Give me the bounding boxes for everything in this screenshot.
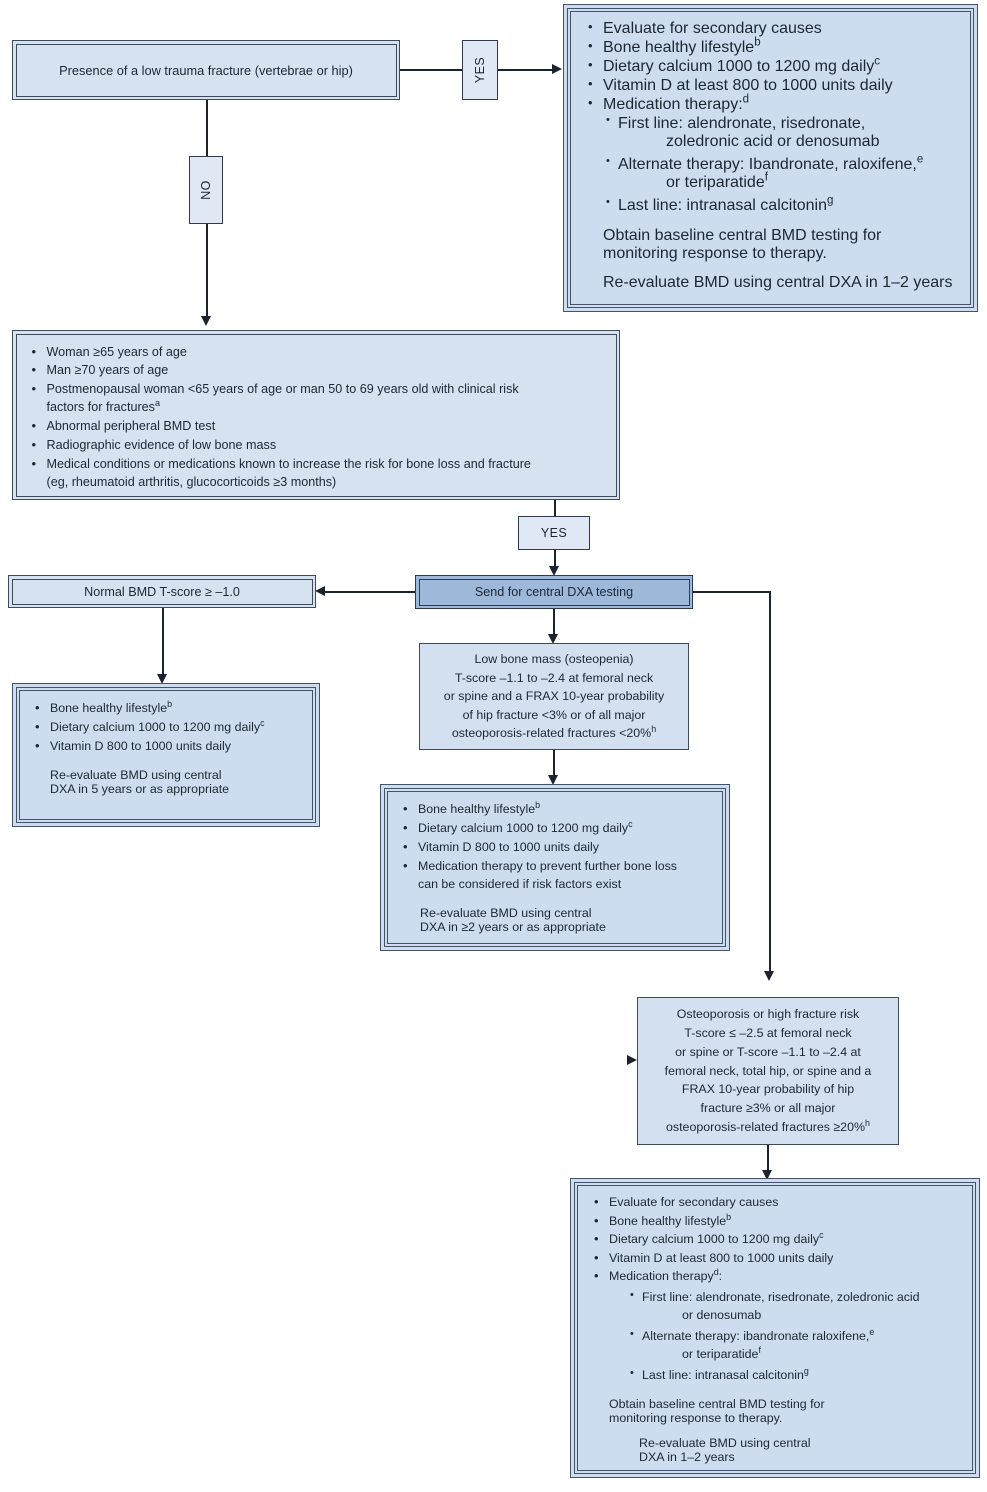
list-item: Bone healthy lifestyleb: [28, 699, 304, 718]
node-osteopenia[interactable]: Low bone mass (osteopenia) T-score –1.1 …: [419, 643, 689, 750]
arrow-right-to-fracture-treatment: [552, 64, 562, 74]
node-start-label: Presence of a low trauma fracture (verte…: [59, 62, 353, 78]
osteopenia-treatment-note2: DXA in ≥2 years or as appropriate: [420, 919, 606, 934]
osteoporosis-treatment-note3: Re-evaluate BMD using central: [639, 1436, 811, 1451]
list-item: Radiographic evidence of low bone mass: [25, 436, 608, 455]
node-osteoporosis-treatment[interactable]: Evaluate for secondary causes Bone healt…: [570, 1178, 980, 1478]
connector-dxa-right-down: [769, 591, 771, 971]
list-item: Bone healthy lifestyleb: [587, 1212, 963, 1231]
arrow-marker-into-osteoporosis: [627, 1055, 637, 1065]
list-item: Dietary calcium 1000 to 1200 mg dailyc: [28, 718, 304, 737]
connector-start-to-yes: [400, 69, 462, 71]
arrow-left-to-normal-bmd: [315, 586, 325, 596]
connector-criteria-down: [554, 500, 556, 516]
list-item: First line: alendronate, risedronate, zo…: [605, 114, 960, 151]
list-item: Alternate therapy: ibandronate raloxifen…: [629, 1327, 963, 1363]
node-fracture-treatment[interactable]: Evaluate for secondary causes Bone healt…: [563, 4, 978, 312]
osteoporosis-treatment-note1: Obtain baseline central BMD testing for: [609, 1397, 825, 1412]
normal-treatment-note2: DXA in 5 years or as appropriate: [50, 781, 230, 796]
connector-no-down: [206, 224, 208, 316]
node-osteoporosis[interactable]: Osteoporosis or high fracture risk T-sco…: [637, 997, 899, 1145]
list-item: Evaluate for secondary causes: [581, 19, 960, 38]
fracture-treatment-list: Evaluate for secondary causes Bone healt…: [581, 19, 960, 215]
arrow-down-to-osteoporosis-treatment: [762, 1170, 772, 1180]
connector-yes-mid-down: [554, 550, 556, 566]
decision-yes-top[interactable]: YES: [462, 40, 498, 100]
connector-yes-to-treatment: [498, 69, 552, 71]
decision-no-top-label: NO: [199, 180, 213, 200]
risk-criteria-list: Woman ≥65 years of age Man ≥70 years of …: [25, 343, 608, 492]
arrow-down-to-osteopenia-treatment: [548, 775, 558, 785]
list-item: Medication therapy:d First line: alendro…: [581, 94, 960, 215]
node-start[interactable]: Presence of a low trauma fracture (verte…: [12, 40, 400, 100]
node-normal-bmd[interactable]: Normal BMD T-score ≥ –1.0: [8, 575, 316, 608]
list-item: Vitamin D 800 to 1000 units daily: [396, 838, 714, 857]
arrow-down-to-osteopenia: [548, 634, 558, 644]
list-item: Abnormal peripheral BMD test: [25, 417, 608, 436]
list-item: Dietary calcium 1000 to 1200 mg dailyc: [581, 56, 960, 76]
list-item: Last line: intranasal calcitoning: [629, 1367, 963, 1385]
osteoporosis-treatment-note4: DXA in 1–2 years: [639, 1450, 735, 1465]
arrow-down-to-normal-treatment: [157, 674, 167, 684]
osteopenia-treatment-note1: Re-evaluate BMD using central: [420, 905, 592, 920]
list-item: Woman ≥65 years of age: [25, 343, 608, 362]
connector-dxa-to-normal: [325, 591, 415, 593]
connector-start-down: [206, 100, 208, 156]
node-normal-bmd-label: Normal BMD T-score ≥ –1.0: [84, 584, 240, 599]
arrow-down-to-criteria: [201, 316, 211, 326]
node-normal-treatment[interactable]: Bone healthy lifestyleb Dietary calcium …: [12, 683, 320, 827]
list-item: Vitamin D 800 to 1000 units daily: [28, 737, 304, 756]
connector-dxa-right: [693, 591, 770, 593]
connector-osteoporosis-down: [767, 1145, 769, 1170]
normal-treatment-note1: Re-evaluate BMD using central: [50, 767, 222, 782]
list-item: Dietary calcium 1000 to 1200 mg dailyc: [396, 819, 714, 838]
node-risk-criteria[interactable]: Woman ≥65 years of age Man ≥70 years of …: [12, 330, 620, 500]
node-dxa-testing-label: Send for central DXA testing: [474, 585, 634, 599]
list-item: Dietary calcium 1000 to 1200 mg dailyc: [587, 1230, 963, 1249]
arrow-down-to-osteoporosis: [764, 971, 774, 981]
osteoporosis-treatment-sublist: First line: alendronate, risedronate, zo…: [629, 1288, 963, 1385]
connector-normal-down: [162, 608, 164, 674]
decision-yes-mid-label: YES: [540, 526, 568, 540]
osteopenia-treatment-list: Bone healthy lifestyleb Dietary calcium …: [396, 800, 714, 894]
fracture-treatment-note2: monitoring response to therapy.: [603, 245, 827, 262]
fracture-treatment-note1: Obtain baseline central BMD testing for: [603, 227, 882, 244]
arrow-down-to-dxa: [549, 566, 559, 576]
list-item: Man ≥70 years of age: [25, 361, 608, 380]
connector-osteopenia-down: [553, 750, 555, 775]
list-item: Evaluate for secondary causes: [587, 1193, 963, 1212]
node-dxa-testing[interactable]: Send for central DXA testing: [415, 575, 693, 609]
decision-no-top[interactable]: NO: [189, 156, 223, 224]
osteoporosis-treatment-note2: monitoring response to therapy.: [609, 1411, 783, 1426]
list-item: Medical conditions or medications known …: [25, 455, 608, 492]
list-item: Medication therapyd: First line: alendro…: [587, 1267, 963, 1385]
list-item: Postmenopausal woman <65 years of age or…: [25, 380, 608, 417]
osteoporosis-text: Osteoporosis or high fracture risk T-sco…: [664, 1007, 872, 1135]
list-item: Vitamin D at least 800 to 1000 units dai…: [581, 76, 960, 95]
list-item: Bone healthy lifestyleb: [396, 800, 714, 819]
list-item: Alternate therapy: Ibandronate, raloxife…: [605, 154, 960, 192]
fracture-treatment-sublist: First line: alendronate, risedronate, zo…: [605, 114, 960, 215]
decision-yes-mid[interactable]: YES: [518, 516, 590, 550]
list-item: Last line: intranasal calcitoning: [605, 195, 960, 215]
normal-treatment-list: Bone healthy lifestyleb Dietary calcium …: [28, 699, 304, 756]
list-item: Vitamin D at least 800 to 1000 units dai…: [587, 1249, 963, 1268]
decision-yes-top-label: YES: [473, 56, 487, 84]
list-item: First line: alendronate, risedronate, zo…: [629, 1288, 963, 1324]
fracture-treatment-note3: Re-evaluate BMD using central DXA in 1–2…: [603, 274, 953, 291]
osteoporosis-treatment-list: Evaluate for secondary causes Bone healt…: [587, 1193, 963, 1385]
osteopenia-text: Low bone mass (osteopenia) T-score –1.1 …: [443, 651, 665, 741]
list-item: Medication therapy to prevent further bo…: [396, 857, 714, 894]
list-item: Bone healthy lifestyleb: [581, 37, 960, 57]
node-osteopenia-treatment[interactable]: Bone healthy lifestyleb Dietary calcium …: [380, 784, 730, 951]
connector-dxa-down: [553, 609, 555, 634]
